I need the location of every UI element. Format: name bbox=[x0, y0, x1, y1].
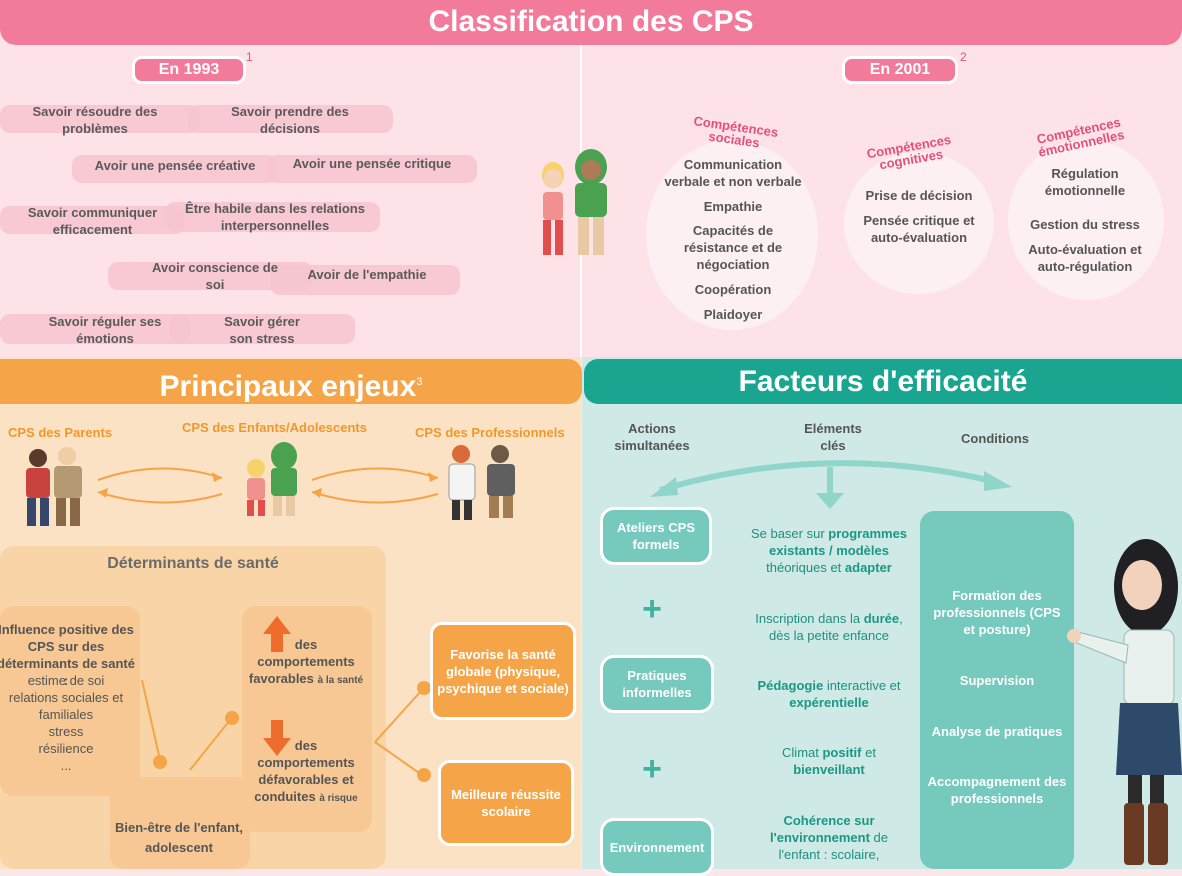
action-informal-practices: Pratiques informelles bbox=[600, 655, 714, 713]
influence-box bbox=[0, 606, 140, 796]
emotional-item: Auto-évaluation et auto-régulation bbox=[1028, 242, 1142, 274]
influence-list: estime de soi relations sociales et fami… bbox=[8, 673, 124, 773]
element-programs: Se baser sur programmes existants / modè… bbox=[750, 526, 908, 575]
col-conditions: Conditions bbox=[961, 431, 1029, 446]
skill-decide: Savoir prendre des décisions bbox=[231, 104, 349, 136]
element-duration: Inscription dans la durée, dès la petite… bbox=[755, 611, 903, 643]
emotional-item: Gestion du stress bbox=[1030, 217, 1140, 232]
condition-practice-analysis: Analyse de pratiques bbox=[931, 724, 1063, 739]
wellbeing-label: Bien-être de l'enfant, adolescent bbox=[114, 820, 244, 855]
arrow-up-icon bbox=[263, 616, 291, 652]
classification-title: Classification des CPS bbox=[0, 0, 1182, 45]
columns-arrows bbox=[650, 460, 1012, 509]
col-actions: Actions simultanées bbox=[614, 421, 690, 453]
facteurs-title: Facteurs d'efficacité bbox=[584, 359, 1182, 404]
year-2001-badge: En 2001 bbox=[842, 56, 958, 84]
skill-self-awareness: Avoir conscience de soi bbox=[152, 260, 278, 292]
skill-bar bbox=[0, 206, 185, 234]
condition-supervision: Supervision bbox=[959, 673, 1035, 688]
skill-critical: Avoir une pensée critique bbox=[292, 156, 452, 171]
emotional-item: Régulation émotionnelle bbox=[1044, 166, 1126, 198]
skill-bar bbox=[0, 314, 190, 344]
skill-manage-stress: Savoir gérer son stress bbox=[224, 314, 300, 346]
element-coherence: Cohérence sur l'environnement de l'enfan… bbox=[770, 813, 888, 862]
plus-icon: + bbox=[642, 750, 662, 788]
teacher-illustration bbox=[1067, 539, 1182, 865]
footnote-2: 2 bbox=[960, 50, 967, 64]
behaviors-box bbox=[242, 606, 372, 832]
cognitive-item: Prise de décision bbox=[865, 188, 973, 203]
arrow-down-icon bbox=[263, 720, 291, 756]
emotional-skills-cloud bbox=[1008, 140, 1164, 300]
influence-title: Influence positive des CPS sur des déter… bbox=[0, 622, 135, 688]
skill-solve-problems: Savoir résoudre des problèmes bbox=[32, 104, 158, 136]
facteurs-section bbox=[582, 357, 1182, 869]
social-item: Plaidoyer bbox=[703, 307, 763, 322]
skill-empathy: Avoir de l'empathie bbox=[307, 267, 427, 282]
outcome-school-success: Meilleure réussite scolaire bbox=[438, 760, 574, 846]
groups-illustration bbox=[26, 442, 515, 526]
skill-creative: Avoir une pensée créative bbox=[94, 158, 256, 173]
social-item: Communication verbale et non verbale bbox=[664, 157, 802, 189]
determinants-connectors bbox=[141, 679, 431, 782]
element-pedagogy: Pédagogie interactive et expérentielle bbox=[757, 678, 901, 710]
social-item: Coopération bbox=[694, 282, 772, 297]
plus-icon: + bbox=[642, 590, 662, 628]
cognitive-skills-cloud bbox=[844, 152, 994, 294]
cognitive-item: Pensée critique et auto-évaluation bbox=[863, 213, 975, 245]
skill-bar bbox=[165, 202, 380, 232]
parents-label: CPS des Parents bbox=[8, 425, 113, 440]
action-environment: Environnement bbox=[600, 818, 714, 876]
skill-communicate: Savoir communiquer efficacement bbox=[27, 205, 158, 237]
action-formal-workshops: Ateliers CPS formels bbox=[600, 507, 712, 565]
footnote-1: 1 bbox=[246, 50, 253, 64]
skill-bar bbox=[188, 105, 393, 133]
good-behaviors-label: des comportements favorables à la santé bbox=[248, 637, 364, 686]
skill-bar bbox=[267, 155, 477, 183]
skill-bar bbox=[170, 314, 355, 344]
enjeux-title: Principaux enjeux3 bbox=[0, 359, 582, 404]
condition-training: Formation des professionnels (CPS et pos… bbox=[933, 588, 1061, 637]
skill-relations: Être habile dans les relations interpers… bbox=[185, 201, 365, 233]
year-1993-badge: En 1993 bbox=[132, 56, 246, 84]
wellbeing-box bbox=[110, 777, 250, 869]
children-illustration bbox=[542, 149, 607, 255]
skill-regulate-emotions: Savoir réguler ses émotions bbox=[48, 314, 162, 346]
professionals-label: CPS des Professionnels bbox=[415, 425, 565, 440]
bad-behaviors-label: des comportements défavorables et condui… bbox=[254, 738, 358, 804]
children-label: CPS des Enfants/Adolescents bbox=[182, 420, 367, 435]
skill-bar bbox=[0, 105, 200, 133]
social-item: Capacités de résistance et de négociatio… bbox=[683, 223, 783, 272]
skill-bar bbox=[72, 155, 277, 183]
determinants-title: Déterminants de santé bbox=[107, 555, 279, 572]
outcome-global-health: Favorise la santé globale (physique, psy… bbox=[430, 622, 576, 720]
social-skills-cloud bbox=[646, 140, 818, 330]
conditions-column bbox=[920, 511, 1074, 869]
social-item: Empathie bbox=[703, 199, 763, 214]
condition-support: Accompagnement des professionnels bbox=[927, 774, 1067, 806]
col-elements: Eléments clés bbox=[804, 421, 862, 453]
skill-bar bbox=[270, 265, 460, 295]
element-climate: Climat positif et bienveillant bbox=[782, 745, 876, 777]
